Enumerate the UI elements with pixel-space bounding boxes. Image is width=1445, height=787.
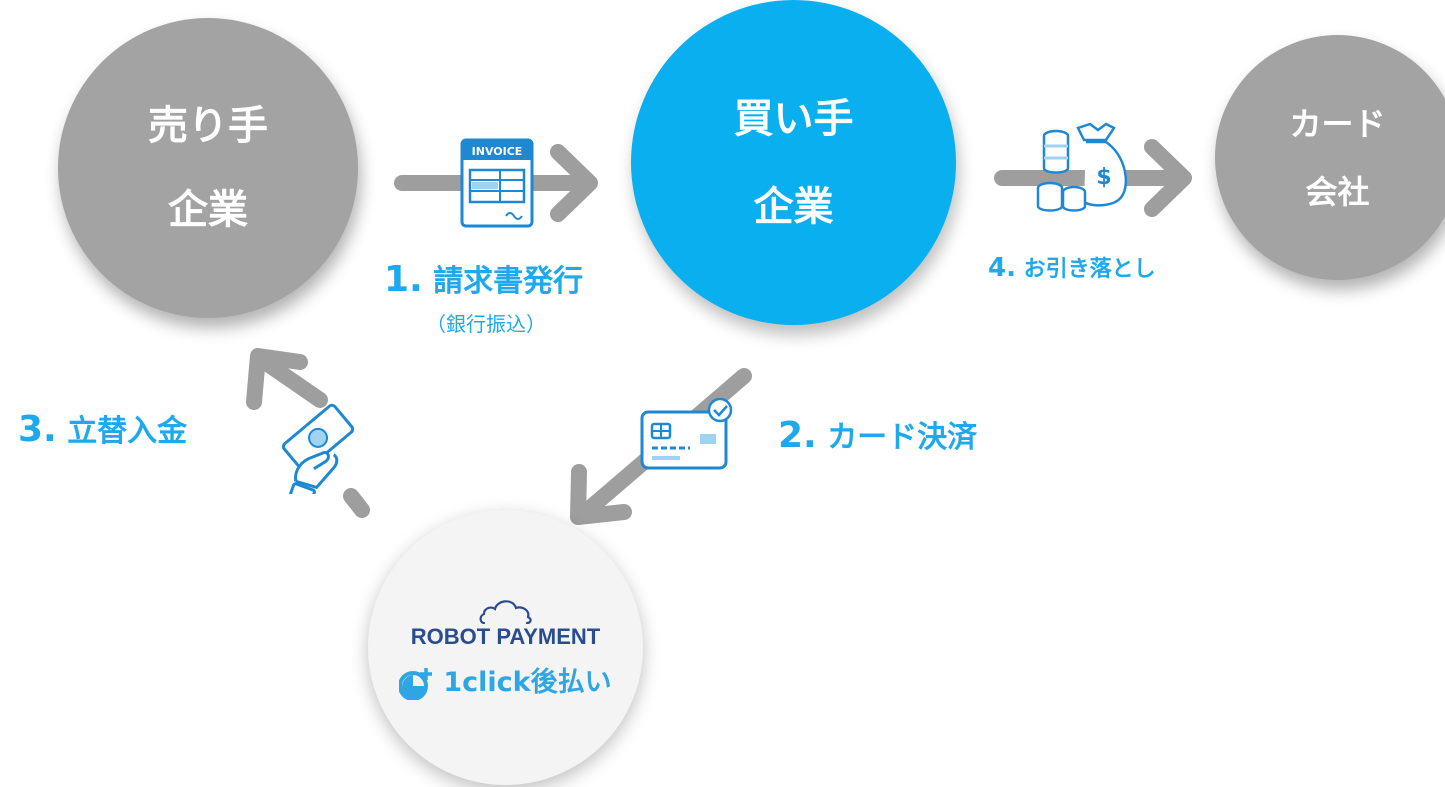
card-line2: 会社 bbox=[1305, 172, 1370, 211]
step3-text: 立替入金 bbox=[67, 414, 188, 449]
step2-label: 2. カード決済 bbox=[778, 418, 977, 454]
step3-label: 3. 立替入金 bbox=[18, 412, 187, 448]
credit-card-check-icon bbox=[640, 398, 733, 470]
money-bag-coins-icon: $ bbox=[1036, 122, 1128, 212]
step4-label: 4. お引き落とし bbox=[988, 255, 1156, 281]
arrow-robot-to-seller-tail bbox=[343, 488, 370, 518]
buyer-line1: 買い手 bbox=[733, 95, 854, 142]
invoice-icon: INVOICE bbox=[460, 138, 534, 228]
card-line1: カード bbox=[1289, 104, 1386, 143]
step3-number: 3. bbox=[18, 409, 57, 450]
step1-note: （銀行振込） bbox=[426, 312, 546, 336]
robot-payment-brand: ROBOT PAYMENT bbox=[410, 623, 601, 649]
step1-text: 請求書発行 bbox=[433, 264, 584, 299]
seller-company-node: 売り手 企業 bbox=[58, 18, 358, 318]
oneclick-product-name: 1click後払い bbox=[443, 667, 612, 698]
cloud-icon bbox=[479, 599, 532, 624]
robot-payment-node: ROBOT PAYMENT 1click後払い bbox=[368, 510, 643, 785]
oneclick-icon bbox=[399, 667, 433, 700]
hand-cash-icon bbox=[281, 403, 355, 494]
arrow-seller-to-buyer-head bbox=[550, 144, 598, 222]
step4-text: お引き落とし bbox=[1023, 257, 1156, 282]
step2-number: 2. bbox=[778, 415, 817, 456]
arrow-buyer-to-card-head bbox=[1144, 139, 1192, 217]
seller-line2: 企業 bbox=[168, 187, 248, 233]
arrow-robot-to-seller-head bbox=[246, 348, 308, 410]
step1-label: 1. 請求書発行 bbox=[384, 262, 583, 298]
arrow-robot-to-seller bbox=[254, 352, 328, 408]
step1-number: 1. bbox=[384, 259, 423, 300]
buyer-company-node: 買い手 企業 bbox=[631, 0, 956, 325]
seller-line1: 売り手 bbox=[148, 103, 268, 149]
buyer-line2: 企業 bbox=[753, 183, 834, 230]
oneclick-logo: 1click後払い bbox=[399, 666, 612, 700]
step2-text: カード決済 bbox=[827, 420, 978, 455]
arrow-buyer-to-robot-head bbox=[570, 464, 632, 525]
invoice-icon-text: INVOICE bbox=[472, 145, 523, 158]
money-bag-text: $ bbox=[1096, 165, 1111, 190]
step4-number: 4. bbox=[988, 253, 1016, 283]
card-company-node: カード 会社 bbox=[1215, 35, 1445, 280]
